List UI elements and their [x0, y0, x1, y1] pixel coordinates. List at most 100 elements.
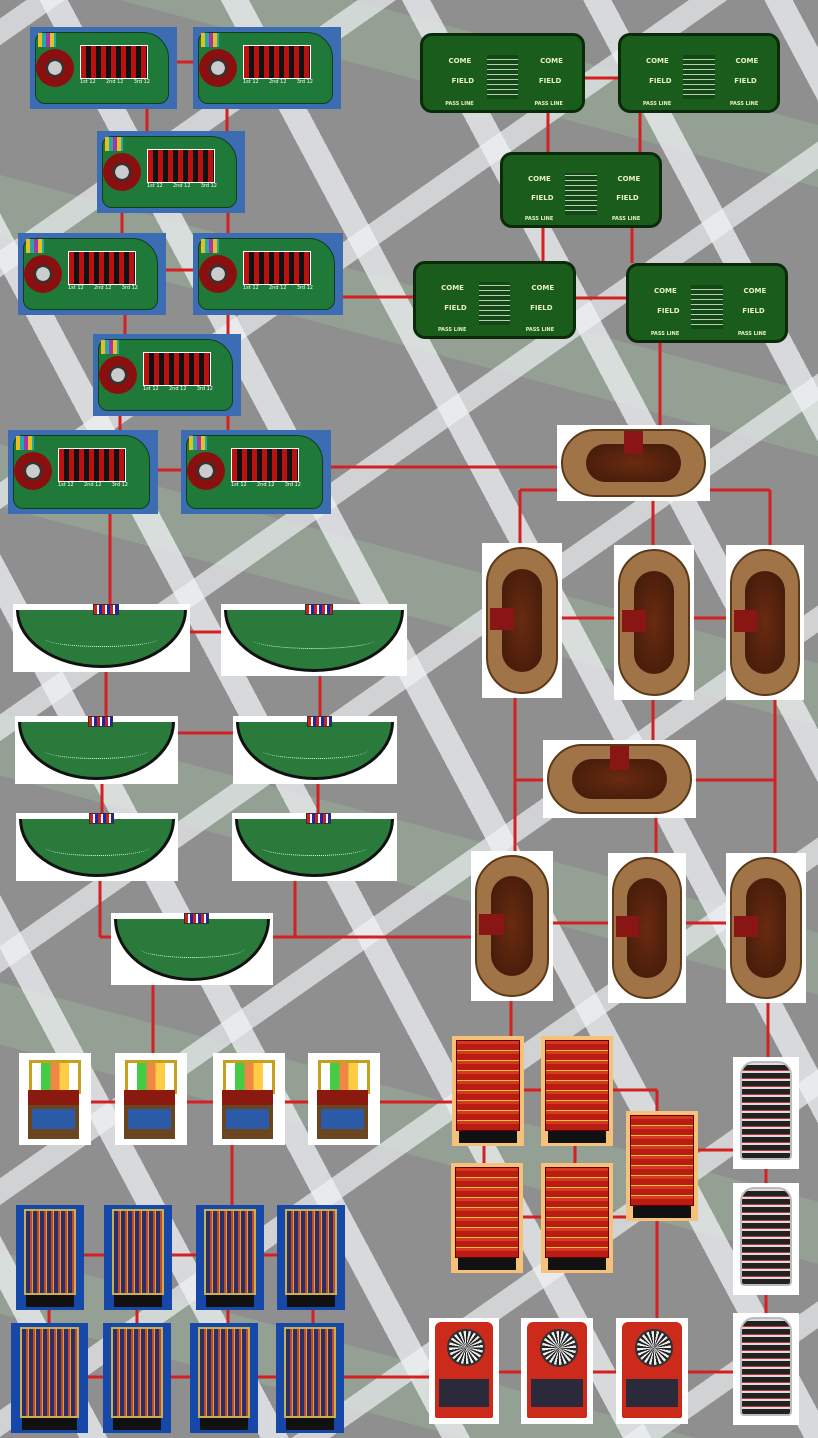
dozen-label: 1st 12 [68, 285, 84, 291]
classic-slot-s3[interactable] [213, 1053, 285, 1145]
video-slot-v7[interactable] [190, 1323, 258, 1433]
dozen-label: 1st 12 [58, 482, 74, 488]
table-felt [19, 819, 175, 877]
darts-machine-d1[interactable] [429, 1318, 499, 1424]
field-label: FIELD [531, 193, 554, 202]
dozen-labels: 1st 12 2nd 12 3rd 12 [243, 285, 313, 291]
roulette-r1[interactable]: 1st 12 2nd 12 3rd 12 [30, 27, 177, 109]
dealer-position [490, 608, 514, 630]
roulette-r8[interactable]: 1st 12 2nd 12 3rd 12 [181, 430, 331, 514]
dealer-position [622, 610, 646, 632]
upright-machine-t1[interactable] [733, 1057, 799, 1169]
blackjack-b5[interactable] [16, 813, 178, 881]
video-slot-v5[interactable] [11, 1323, 88, 1433]
come-label: COME [653, 286, 677, 295]
cabinet-base [633, 1205, 691, 1218]
classic-slot-s2[interactable] [115, 1053, 187, 1145]
table-felt [18, 722, 175, 780]
roulette-r3[interactable]: 1st 12 2nd 12 3rd 12 [97, 131, 245, 213]
dartboard-icon [539, 1328, 579, 1368]
chip-tray [88, 716, 114, 727]
number-grid [243, 251, 311, 285]
come-label: COME [645, 56, 669, 65]
video-slot-v2[interactable] [104, 1205, 172, 1310]
fruit-machine-f3[interactable] [626, 1111, 698, 1221]
upright-machine-t3[interactable] [733, 1313, 799, 1425]
video-slot-v6[interactable] [103, 1323, 171, 1433]
cabinet-base [548, 1257, 606, 1270]
roulette-r7[interactable]: 1st 12 2nd 12 3rd 12 [8, 430, 158, 514]
poker-v-p6[interactable] [471, 851, 553, 1001]
poker-v-p3[interactable] [614, 545, 694, 700]
blackjack-b1[interactable] [13, 604, 190, 672]
video-slot-v1[interactable] [16, 1205, 84, 1310]
dozen-label: 3rd 12 [296, 285, 313, 291]
come-label: COME [448, 56, 472, 65]
video-slot-v8[interactable] [276, 1323, 344, 1433]
number-grid [143, 352, 211, 386]
reels [27, 1089, 80, 1105]
dozen-label: 1st 12 [243, 79, 259, 85]
blackjack-b4[interactable] [233, 716, 397, 784]
come-label: COME [735, 56, 759, 65]
craps-c3[interactable]: COME COME FIELD FIELD PASS LINE PASS LIN… [500, 152, 662, 228]
craps-c2[interactable]: COME COME FIELD FIELD PASS LINE PASS LIN… [618, 33, 780, 113]
proposition-area [683, 54, 715, 99]
darts-machine-d2[interactable] [521, 1318, 593, 1424]
reels [123, 1089, 176, 1105]
dozen-label: 2nd 12 [268, 285, 287, 291]
poker-v-p2[interactable] [482, 543, 562, 698]
betting-arc [43, 629, 160, 647]
machine-artwork [20, 1327, 79, 1418]
dealer-position [624, 431, 643, 454]
blackjack-b3[interactable] [15, 716, 178, 784]
classic-slot-s4[interactable] [308, 1053, 380, 1145]
cabinet-base [205, 1295, 255, 1307]
roulette-r6[interactable]: 1st 12 2nd 12 3rd 12 [93, 334, 241, 416]
roulette-wheel-icon [199, 49, 237, 87]
fruit-machine-f1[interactable] [452, 1036, 524, 1146]
roulette-r4[interactable]: 1st 12 2nd 12 3rd 12 [18, 233, 166, 315]
come-label: COME [617, 174, 641, 183]
roulette-r5[interactable]: 1st 12 2nd 12 3rd 12 [193, 233, 343, 315]
upright-machine-t2[interactable] [733, 1183, 799, 1295]
table-felt [224, 610, 404, 672]
craps-c4[interactable]: COME COME FIELD FIELD PASS LINE PASS LIN… [413, 261, 576, 339]
blackjack-b6[interactable] [232, 813, 397, 881]
dealer-position [734, 916, 758, 937]
poker-v-p7[interactable] [608, 853, 686, 1003]
fruit-machine-f5[interactable] [541, 1163, 613, 1273]
craps-c1[interactable]: COME COME FIELD FIELD PASS LINE PASS LIN… [420, 33, 585, 113]
darts-machine-d3[interactable] [616, 1318, 688, 1424]
fruit-machine-f4[interactable] [451, 1163, 523, 1273]
cabinet-base [285, 1417, 335, 1430]
dozen-labels: 1st 12 2nd 12 3rd 12 [147, 183, 217, 189]
dozen-labels: 1st 12 2nd 12 3rd 12 [58, 482, 128, 488]
come-label: COME [527, 174, 551, 183]
craps-c5[interactable]: COME COME FIELD FIELD PASS LINE PASS LIN… [626, 263, 788, 343]
chip-rack [26, 239, 44, 253]
come-label: COME [540, 56, 563, 65]
proposition-area [691, 284, 723, 329]
blackjack-b2[interactable] [221, 604, 407, 676]
poker-v-p4[interactable] [726, 545, 804, 700]
video-slot-v3[interactable] [196, 1205, 264, 1310]
dozen-label: 1st 12 [231, 482, 247, 488]
classic-slot-s1[interactable] [19, 1053, 91, 1145]
cabinet-base [199, 1417, 249, 1430]
fruit-machine-f2[interactable] [541, 1036, 613, 1146]
poker-v-p8[interactable] [726, 853, 806, 1003]
dozen-labels: 1st 12 2nd 12 3rd 12 [68, 285, 138, 291]
chip-rack [38, 33, 56, 47]
dozen-labels: 1st 12 2nd 12 3rd 12 [143, 386, 213, 392]
poker-h-p1[interactable] [557, 425, 710, 501]
video-slot-v4[interactable] [277, 1205, 345, 1310]
blackjack-b7[interactable] [111, 913, 273, 985]
pass-line-label: PASS LINE [642, 101, 672, 108]
roulette-r2[interactable]: 1st 12 2nd 12 3rd 12 [193, 27, 341, 109]
base-panel [127, 1109, 172, 1130]
poker-h-p5[interactable] [543, 740, 696, 818]
table-felt [114, 919, 270, 981]
dozen-label: 3rd 12 [111, 482, 128, 488]
betting-arc [253, 631, 375, 650]
